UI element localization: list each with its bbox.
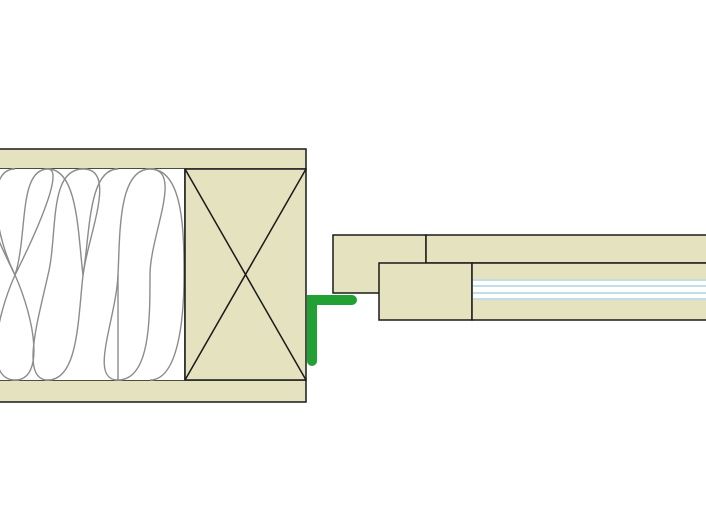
insulation-cavity (0, 169, 185, 380)
batt-insulation (0, 168, 185, 381)
window-sill-seal (307, 295, 357, 366)
sash-block (378, 262, 473, 321)
wall-sheathing-bottom (0, 379, 307, 403)
frame-head-rail (425, 234, 706, 264)
insulation-loops (149, 168, 185, 381)
insulation-loops (47, 168, 84, 276)
wall-sheathing-top (0, 148, 307, 170)
insulation-loops (32, 168, 101, 381)
stud-cross-line (184, 168, 307, 381)
glazing (473, 279, 706, 300)
insulation-loops (82, 168, 119, 276)
wall-stud (184, 168, 307, 381)
insulation-loops (0, 168, 54, 381)
insulation-loops (0, 168, 16, 276)
insulation-loops (14, 168, 49, 276)
glass-pane (473, 279, 706, 300)
